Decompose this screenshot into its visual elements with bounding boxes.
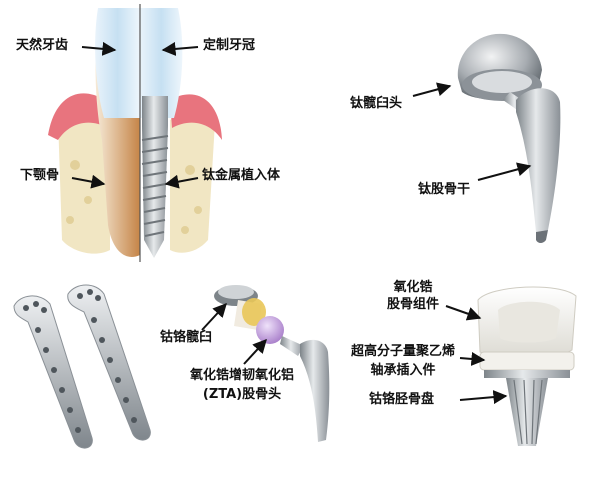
- label-custom-crown: 定制牙冠: [203, 38, 256, 53]
- arrow-tibial-tray: [459, 390, 508, 405]
- arrow-uhmwpe: [459, 351, 486, 366]
- label-zta-head: 氧化锆增韧氧化铝 (ZTA)股骨头: [162, 368, 322, 402]
- label-arrows: [71, 41, 532, 405]
- hip-implant-illustration: [457, 33, 561, 243]
- label-cobalt-chrome-tibial-tray: 钴铬胫骨盘: [369, 392, 435, 407]
- arrow-zirconia-femoral: [445, 305, 482, 321]
- arrow-custom-crown: [161, 41, 199, 56]
- hip-exploded-illustration: [214, 285, 330, 442]
- label-uhmwpe-insert: 超高分子量聚乙烯 轴承插入件: [343, 344, 463, 378]
- label-zirconia-femoral-line1: 氧化锆: [393, 280, 433, 295]
- label-zta-head-line2: (ZTA)股骨头: [202, 387, 282, 402]
- arrow-cobalt-chrome-cup: [201, 302, 227, 331]
- bone-plates-illustration: [13, 284, 151, 449]
- knee-implant-illustration: [477, 286, 577, 446]
- label-zta-head-line1: 氧化锆增韧氧化铝: [189, 368, 294, 383]
- arrow-mandible: [71, 174, 106, 189]
- arrow-titanium-stem: [477, 162, 532, 181]
- label-titanium-femoral-stem: 钛股骨干: [418, 182, 471, 197]
- label-uhmwpe-line1: 超高分子量聚乙烯: [350, 344, 455, 359]
- label-uhmwpe-line2: 轴承插入件: [370, 363, 436, 378]
- arrow-titanium-cup: [412, 82, 452, 97]
- arrow-titanium-implant: [164, 174, 199, 189]
- label-zirconia-femoral: 氧化锆 股骨组件: [378, 280, 448, 312]
- label-mandible: 下颚骨: [20, 168, 60, 183]
- label-titanium-implant: 钛金属植入体: [202, 168, 281, 183]
- label-cobalt-chrome-cup: 钴铬髋臼: [160, 330, 213, 345]
- label-zirconia-femoral-line2: 股骨组件: [386, 297, 439, 312]
- dental-implant-illustration: [48, 4, 222, 262]
- arrow-zta-head: [243, 338, 267, 365]
- label-titanium-acetabular-cup: 钛髋臼头: [350, 96, 403, 111]
- label-natural-tooth: 天然牙齿: [16, 38, 69, 53]
- arrow-natural-tooth: [81, 41, 117, 56]
